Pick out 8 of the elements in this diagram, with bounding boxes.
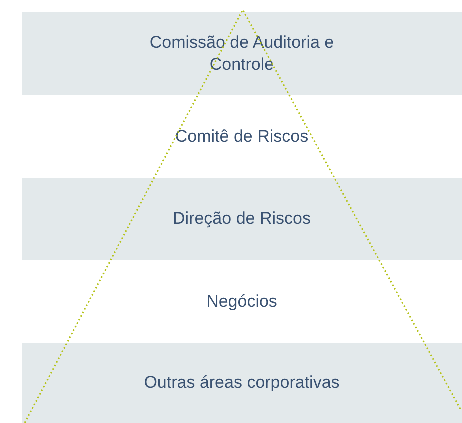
pyramid-level-band [22, 343, 462, 423]
level-label: Direção de Riscos [172, 208, 312, 230]
pyramid-level-band [22, 12, 462, 95]
level-label: Outras áreas corporativas [143, 372, 341, 394]
level-label: Comissão de Auditoria e Controle [148, 32, 336, 76]
level-label: Comitê de Riscos [174, 126, 310, 148]
level-label: Negócios [206, 290, 278, 312]
pyramid-level-band [22, 178, 462, 260]
